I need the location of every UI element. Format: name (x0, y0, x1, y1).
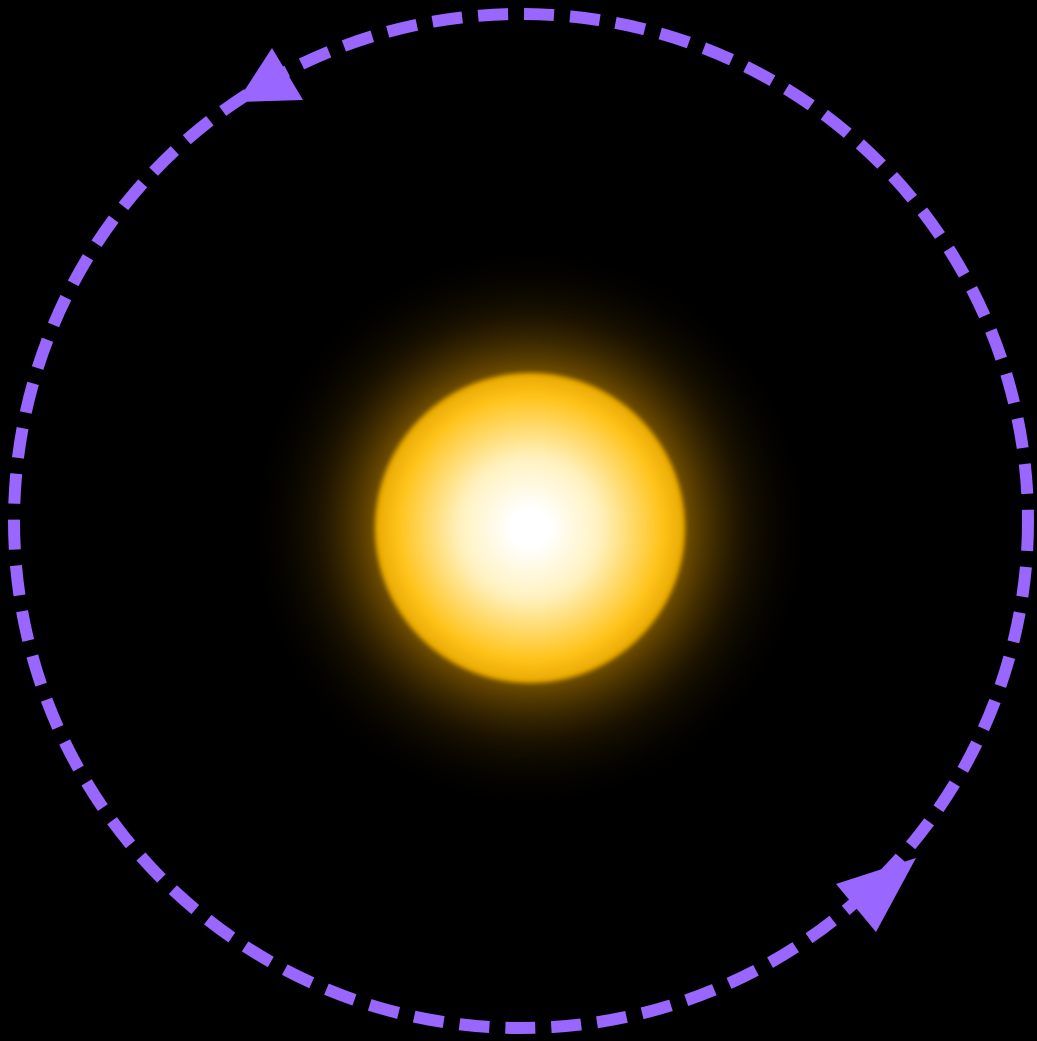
star (375, 373, 685, 683)
